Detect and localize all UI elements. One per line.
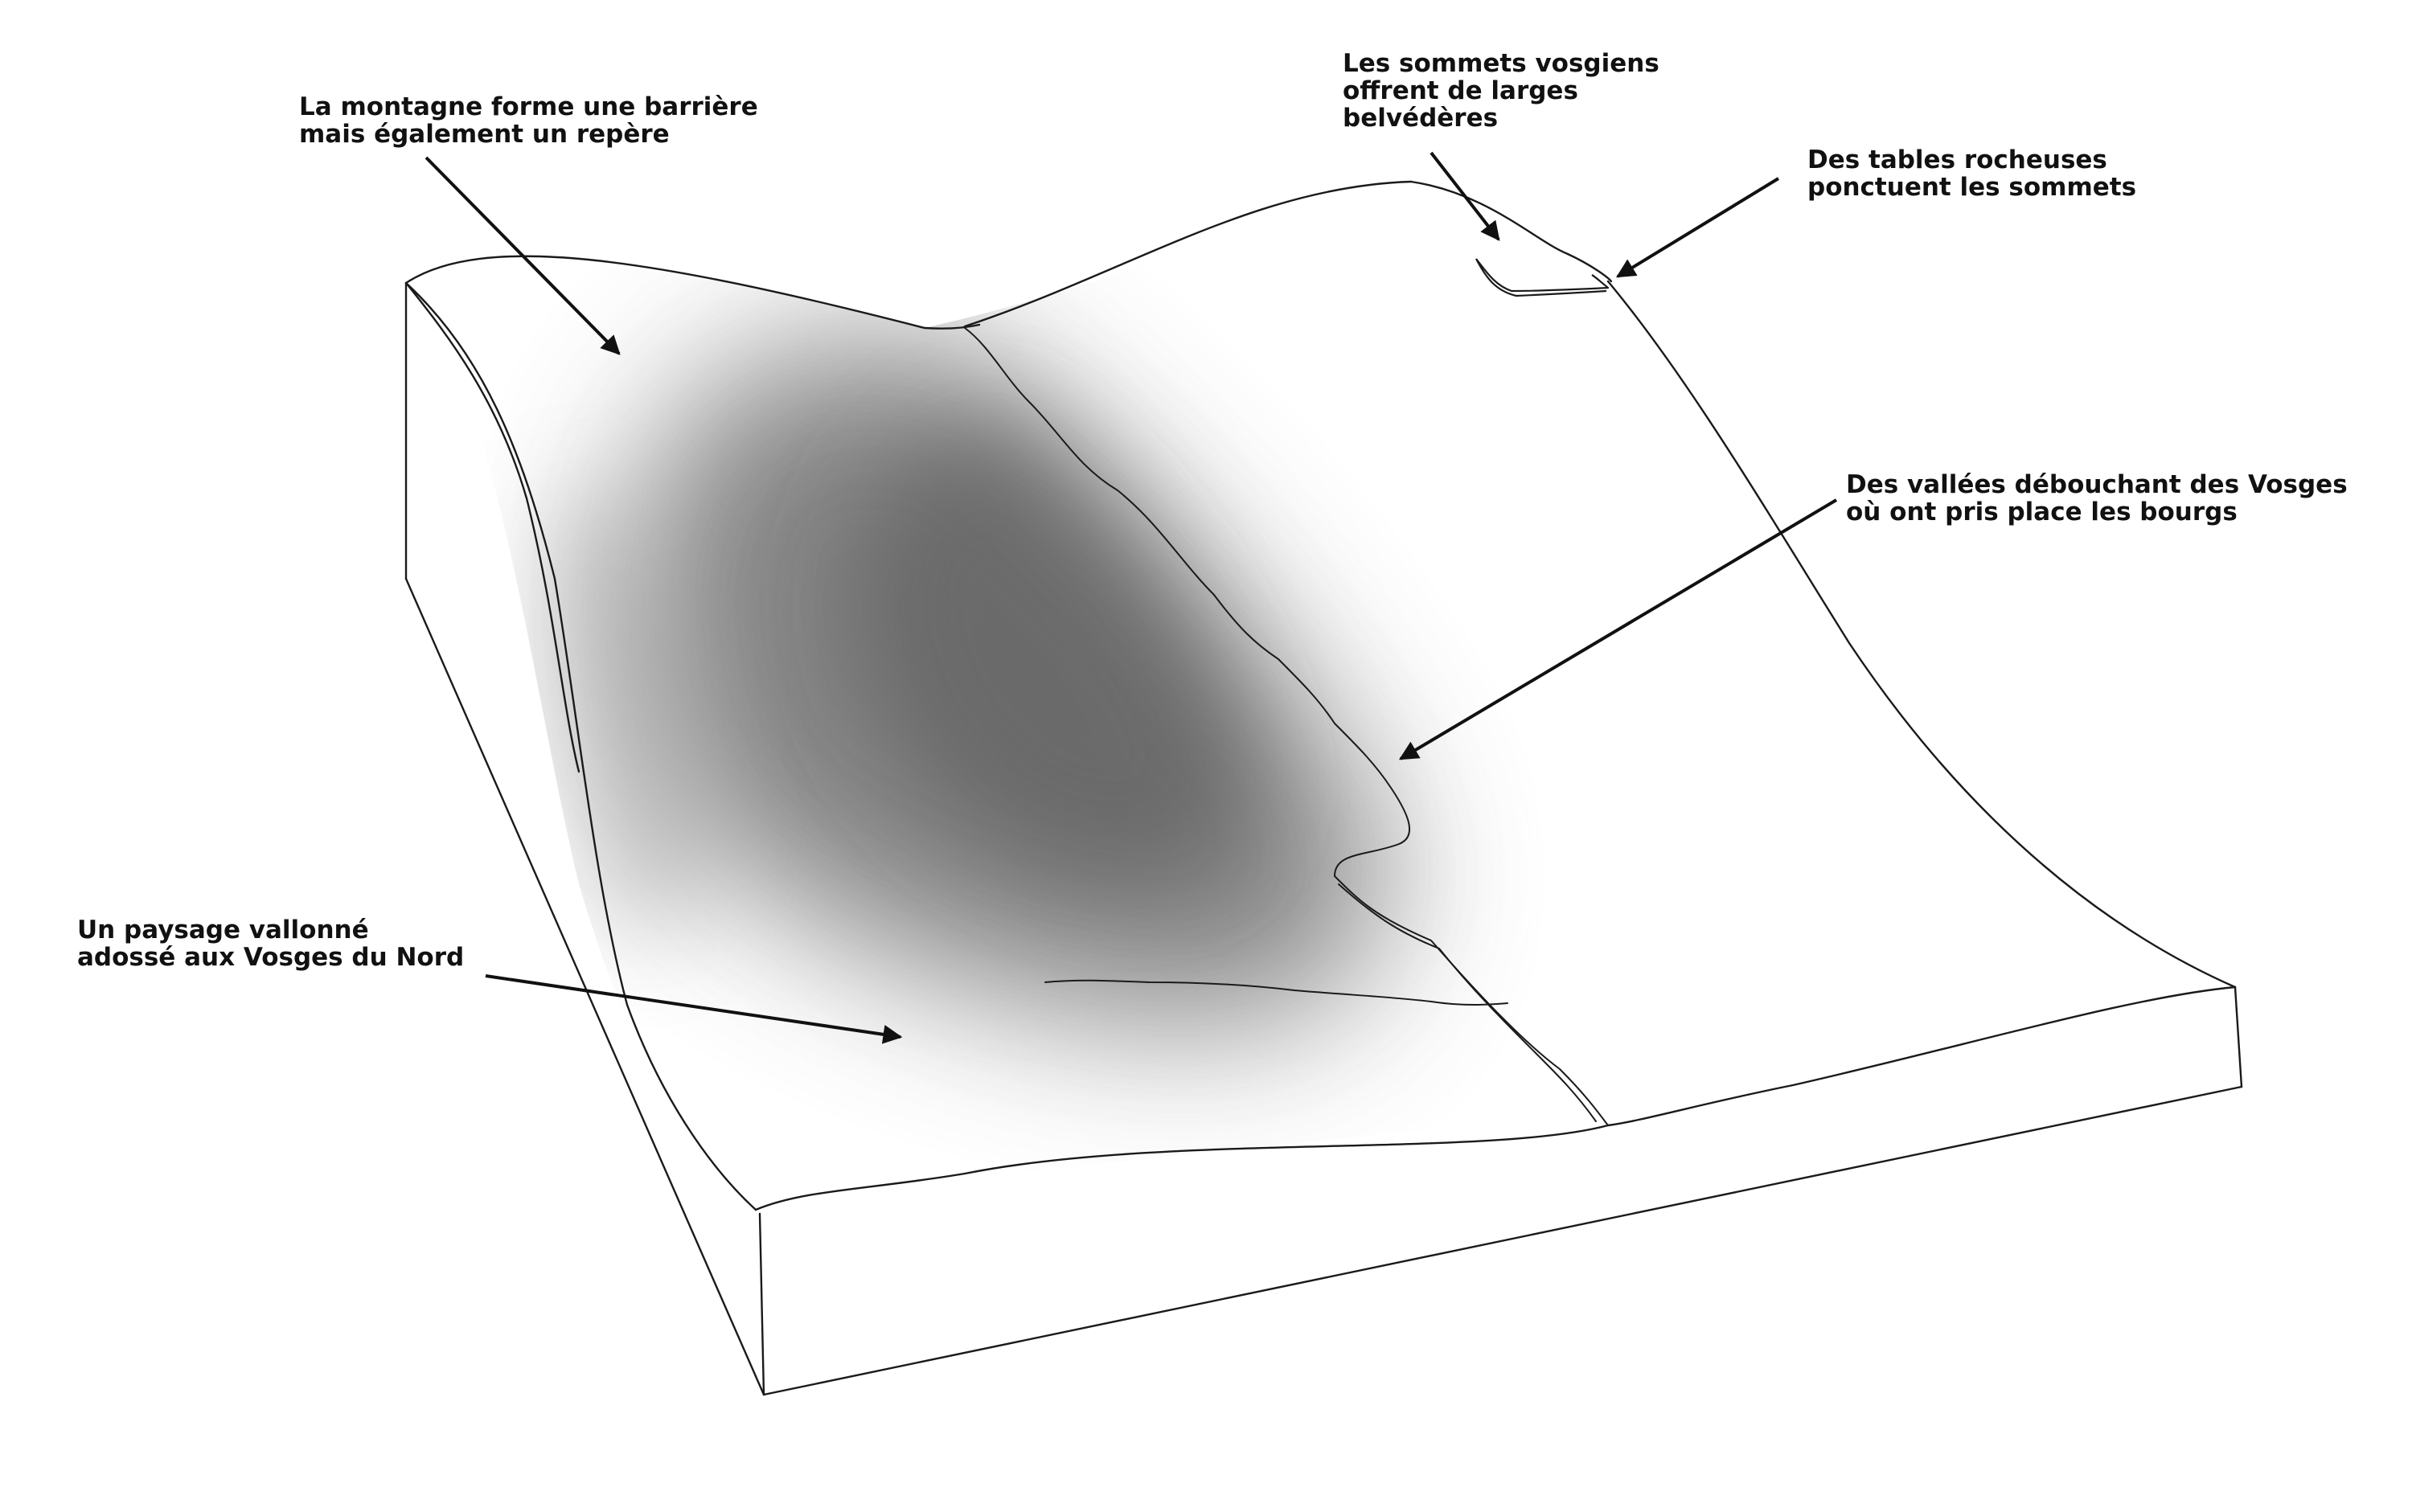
label-mountain-barrier: La montagne forme une barrière mais égal… — [299, 93, 758, 148]
arrow-hills — [485, 974, 903, 1044]
label-valleys-line1: Des vallées débouchant des Vosges — [1846, 470, 2348, 499]
label-valleys: Des vallées débouchant des Vosges où ont… — [1846, 471, 2348, 526]
label-vosges-summits-line3: belvédères — [1343, 104, 1499, 133]
slope-shading — [549, 338, 1386, 1023]
label-hilly-landscape-line1: Un paysage vallonné — [77, 916, 369, 944]
label-rock-tables: Des tables rocheuses ponctuent les somme… — [1807, 146, 2136, 201]
rock-table — [1475, 258, 1610, 297]
label-vosges-summits-line1: Les sommets vosgiens — [1343, 49, 1659, 78]
arrow-tables — [1615, 177, 1780, 278]
label-vosges-summits-line2: offrent de larges — [1343, 76, 1578, 105]
label-mountain-barrier-line2: mais également un repère — [299, 120, 670, 149]
label-mountain-barrier-line1: La montagne forme une barrière — [299, 92, 758, 121]
label-rock-tables-line1: Des tables rocheuses — [1807, 145, 2107, 174]
block-outline — [404, 180, 2243, 1396]
label-hilly-landscape: Un paysage vallonné adossé aux Vosges du… — [77, 916, 464, 971]
arrow-summits — [1430, 151, 1500, 241]
label-valleys-line2: où ont pris place les bourgs — [1846, 498, 2238, 527]
annotation-arrows — [425, 151, 1838, 1044]
valley-lines — [964, 327, 1609, 1126]
arrow-barrier — [425, 156, 621, 355]
label-hilly-landscape-line2: adossé aux Vosges du Nord — [77, 943, 465, 972]
label-rock-tables-line2: ponctuent les sommets — [1807, 173, 2137, 202]
arrow-valleys — [1398, 498, 1838, 760]
label-vosges-summits: Les sommets vosgiens offrent de larges b… — [1343, 50, 1659, 132]
